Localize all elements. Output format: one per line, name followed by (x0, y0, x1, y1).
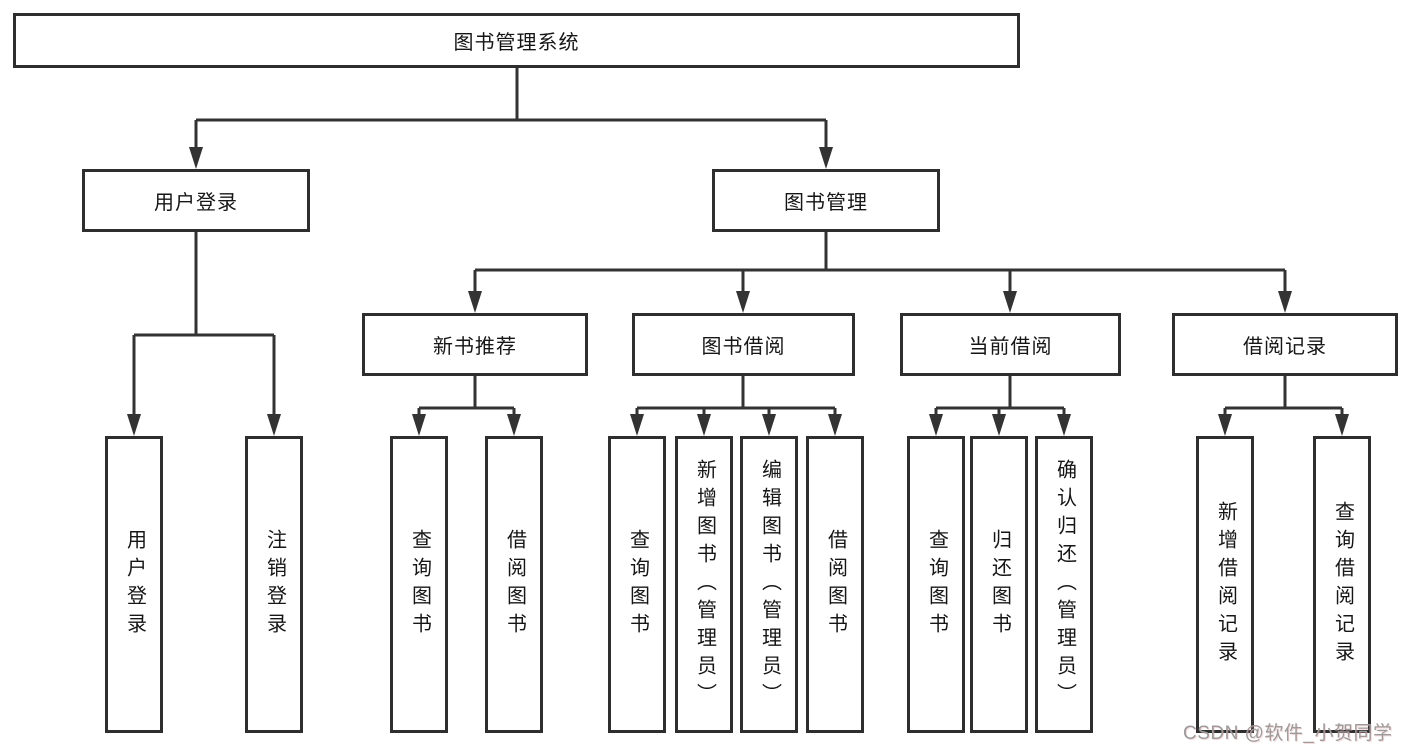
node-library-management-system: 图书管理系统 (13, 13, 1020, 68)
node-label: 查询图书 (925, 528, 948, 641)
node-label: 查询图书 (408, 528, 431, 641)
node-leaf-borrow-books-recommend: 借阅图书 (485, 436, 543, 733)
node-label: 图书借阅 (701, 336, 786, 358)
node-label: 新书推荐 (433, 336, 517, 358)
node-new-book-recommend: 新书推荐 (362, 313, 588, 376)
tree-edges (132, 68, 1344, 415)
node-leaf-confirm-return-admin: 确认归还（管理员） (1035, 436, 1093, 733)
node-leaf-query-borrow-record: 查询借阅记录 (1313, 436, 1371, 733)
node-label: 注销登录 (263, 528, 286, 641)
node-label: 查询图书 (626, 528, 649, 641)
node-leaf-logout: 注销登录 (245, 436, 303, 733)
node-book-management-branch: 图书管理 (712, 169, 940, 232)
node-label: 归还图书 (988, 528, 1011, 641)
node-label: 新增图书（管理员） (693, 458, 716, 711)
node-label: 新增借阅记录 (1214, 500, 1237, 669)
node-leaf-query-books-current: 查询图书 (907, 436, 965, 733)
node-leaf-user-login: 用户登录 (105, 436, 163, 733)
node-leaf-query-books-recommend: 查询图书 (390, 436, 448, 733)
node-label: 当前借阅 (968, 336, 1053, 358)
csdn-watermark: CSDN @软件_小贺同学 (1183, 723, 1393, 744)
node-label: 用户登录 (154, 192, 238, 214)
node-leaf-borrow-books: 借阅图书 (806, 436, 864, 733)
node-label: 图书管理 (784, 192, 868, 214)
node-label: 查询借阅记录 (1331, 500, 1354, 669)
node-label: 编辑图书（管理员） (758, 458, 781, 711)
node-leaf-add-books-admin: 新增图书（管理员） (675, 436, 733, 733)
node-leaf-query-books-borrow: 查询图书 (608, 436, 666, 733)
node-label: 图书管理系统 (453, 32, 580, 54)
node-user-login-branch: 用户登录 (82, 169, 310, 232)
node-leaf-return-books: 归还图书 (970, 436, 1028, 733)
node-book-borrow: 图书借阅 (632, 313, 855, 376)
node-label: 借阅图书 (824, 528, 847, 641)
node-leaf-edit-books-admin: 编辑图书（管理员） (740, 436, 798, 733)
node-label: 借阅记录 (1243, 336, 1327, 358)
node-borrow-record: 借阅记录 (1172, 313, 1398, 376)
node-current-borrow: 当前借阅 (900, 313, 1121, 376)
node-label: 借阅图书 (503, 528, 526, 641)
node-label: 用户登录 (123, 528, 146, 641)
node-leaf-add-borrow-record: 新增借阅记录 (1196, 436, 1254, 733)
node-label: 确认归还（管理员） (1053, 458, 1076, 711)
arrowhead-icons (127, 147, 1349, 436)
